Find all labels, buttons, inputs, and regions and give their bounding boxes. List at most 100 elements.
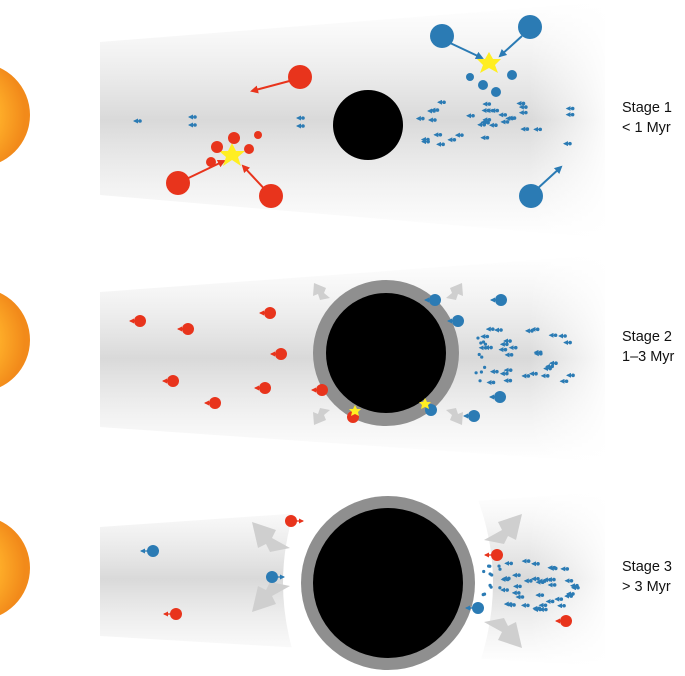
- inflow-arrows: [313, 283, 463, 425]
- blue-dust-grain: [548, 332, 558, 338]
- blue-dust-grain: [562, 141, 572, 147]
- stage-1-label: Stage 1 < 1 Myr: [622, 98, 685, 138]
- blue-dust-grain: [474, 371, 478, 375]
- blue-body: [463, 410, 480, 422]
- blue-fragment: [491, 87, 501, 97]
- blue-dust-grain: [518, 104, 528, 110]
- blue-body: [489, 391, 506, 403]
- blue-dust-grain: [516, 100, 526, 106]
- blue-dust-grain: [569, 583, 579, 589]
- blue-impactor-arrow: [447, 41, 484, 60]
- blue-dust-grain: [485, 326, 495, 332]
- blue-dust-grain: [520, 126, 530, 132]
- giant-planet: [326, 293, 446, 413]
- inflow-arrow: [252, 522, 290, 552]
- blue-dust-grain: [523, 578, 533, 584]
- blue-body: [518, 15, 542, 39]
- blue-dust-grain: [533, 351, 543, 357]
- stage-1-title: Stage 1: [622, 100, 672, 116]
- blue-dust-grain: [482, 101, 492, 107]
- blue-dust-grain: [498, 347, 508, 353]
- inflow-arrow: [252, 582, 290, 612]
- migrating-bodies: [129, 294, 507, 422]
- giant-planet: [313, 508, 463, 658]
- blue-body: [266, 571, 285, 583]
- blue-dust-grain: [479, 341, 483, 345]
- blue-fragment: [466, 73, 474, 81]
- stage-3-age: > 3 Myr: [622, 579, 671, 595]
- blue-dust-grain: [503, 367, 513, 373]
- blue-dust-grain: [447, 137, 457, 143]
- blue-fragment: [507, 70, 517, 80]
- blue-dust-grain: [430, 107, 440, 113]
- dust-field: [481, 558, 580, 613]
- red-body: [270, 348, 287, 360]
- stage-3-label: Stage 3 > 3 Myr: [622, 557, 685, 597]
- blue-dust-grain: [480, 135, 490, 141]
- blue-dust-grain: [511, 590, 521, 596]
- giant-planet: [333, 90, 403, 160]
- inflow-arrows: [252, 514, 522, 648]
- blue-dust-grain: [466, 113, 475, 119]
- red-body: [254, 382, 271, 394]
- blue-dust-grain: [500, 119, 510, 125]
- inflow-arrow: [313, 408, 330, 425]
- inflow-arrow: [484, 514, 522, 544]
- inflow-arrow: [446, 408, 463, 425]
- blue-dust-grain: [488, 572, 492, 576]
- red-body: [555, 615, 572, 627]
- inflow-arrow: [313, 283, 330, 300]
- blue-dust-grain: [477, 352, 481, 357]
- blue-dust-grain: [486, 379, 496, 385]
- accretion-flash-icon: [349, 405, 361, 416]
- stage-2-label: Stage 2 1–3 Myr: [622, 327, 685, 367]
- blue-dust-grain: [488, 564, 492, 568]
- stage-3-panel: [0, 492, 605, 670]
- blue-dust-grain: [427, 117, 437, 123]
- blue-body: [140, 545, 159, 557]
- blue-dust-grain: [480, 355, 484, 359]
- red-fragment: [211, 141, 223, 153]
- blue-dust-grain: [498, 567, 502, 571]
- host-star: [0, 292, 30, 388]
- blue-dust-grain: [476, 336, 480, 340]
- blue-dust-grain: [494, 327, 503, 333]
- blue-dust-grain: [535, 592, 545, 598]
- blue-dust-grain: [296, 115, 305, 121]
- blue-dust-grain: [436, 141, 445, 147]
- blue-dust-grain: [421, 139, 430, 145]
- blue-dust-grain: [479, 370, 484, 374]
- blue-dust-grain: [515, 594, 525, 600]
- blue-dust-grain: [482, 569, 486, 574]
- blue-dust-grain: [533, 607, 542, 613]
- blue-impactor-arrow: [498, 35, 523, 58]
- inflow-arrow: [446, 283, 463, 300]
- blue-dust-grain: [489, 369, 499, 375]
- blue-dust-grain: [498, 586, 502, 590]
- blue-dust-grain: [520, 602, 530, 608]
- outer-collision-group: [430, 15, 563, 208]
- blue-dust-grain: [484, 345, 493, 351]
- inner-collision-group: [166, 65, 312, 208]
- blue-dust-grain: [499, 371, 509, 377]
- blue-dust-grain: [524, 328, 534, 334]
- blue-dust-grain: [433, 132, 443, 138]
- blue-dust-grain: [565, 112, 575, 118]
- blue-dust-grain: [489, 585, 493, 589]
- red-body: [484, 549, 503, 561]
- red-body: [177, 323, 194, 335]
- stage-1-panel: [0, 2, 605, 238]
- red-fragment: [228, 132, 240, 144]
- blue-dust-grain: [498, 112, 508, 118]
- blue-dust-grain: [488, 122, 498, 128]
- blue-dust-grain: [296, 123, 305, 129]
- blue-dust-grain: [483, 365, 487, 370]
- red-body: [163, 608, 182, 620]
- blue-dust-grain: [558, 333, 567, 339]
- red-fragment: [244, 144, 254, 154]
- blue-dust-grain: [538, 602, 548, 608]
- blue-dust-grain: [485, 108, 495, 114]
- stage-2-age: 1–3 Myr: [622, 349, 675, 365]
- blue-dust-grain: [508, 345, 518, 351]
